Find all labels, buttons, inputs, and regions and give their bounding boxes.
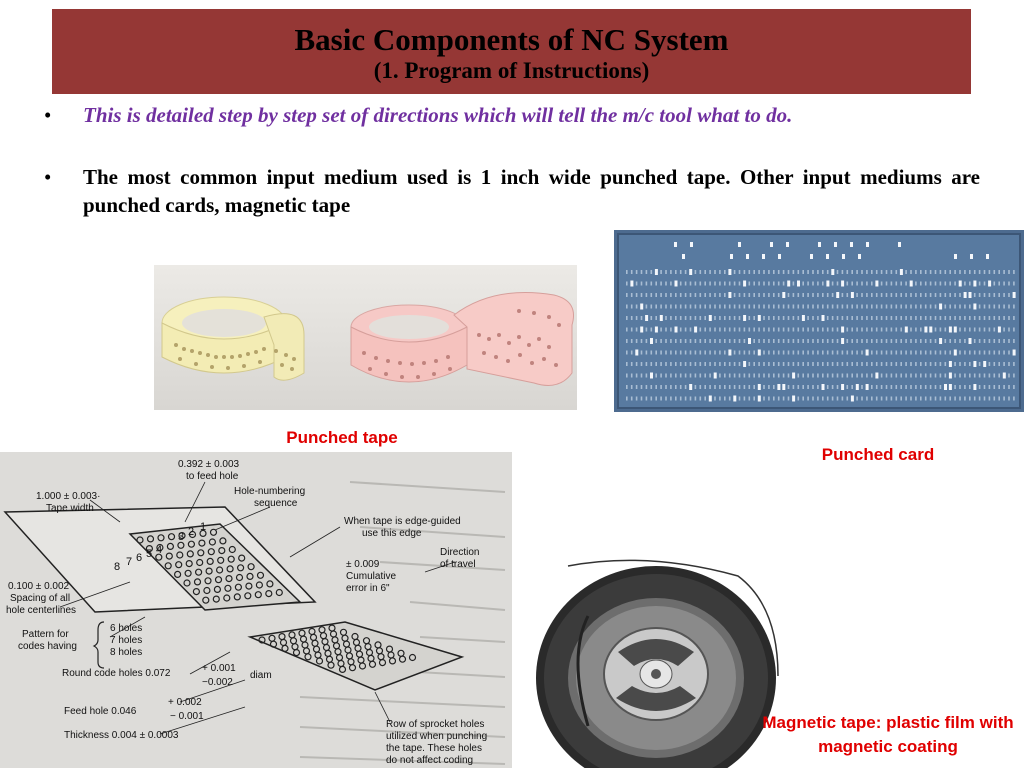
caption-punched-tape: Punched tape	[286, 428, 398, 447]
svg-text:7: 7	[126, 556, 132, 568]
svg-text:0.100 ± 0.002: 0.100 ± 0.002	[8, 581, 70, 592]
svg-text:error in 6": error in 6"	[346, 583, 390, 594]
svg-text:utilized when punching: utilized when punching	[386, 731, 487, 742]
bullet-marker: •	[44, 103, 52, 127]
svg-text:Thickness 0.004 ± 0.0003: Thickness 0.004 ± 0.0003	[64, 730, 179, 741]
slide-title: Basic Components of NC System	[294, 22, 729, 57]
svg-text:sequence: sequence	[254, 498, 298, 509]
bullet-text: The most common input medium used is 1 i…	[83, 165, 980, 217]
svg-text:5: 5	[146, 548, 152, 560]
svg-text:to feed hole: to feed hole	[186, 471, 239, 482]
svg-text:hole centerlines: hole centerlines	[6, 605, 76, 616]
svg-text:− 0.001: − 0.001	[170, 711, 204, 722]
svg-text:1.000 ± 0.003·: 1.000 ± 0.003·	[36, 491, 100, 502]
svg-text:± 0.009: ± 0.009	[346, 559, 380, 570]
title-bar: Basic Components of NC System (1. Progra…	[52, 9, 971, 94]
svg-text:Direction: Direction	[440, 547, 479, 558]
svg-text:When tape is edge-guided: When tape is edge-guided	[344, 516, 461, 527]
magnetic-tape-photo	[528, 556, 788, 768]
svg-text:3: 3	[178, 531, 184, 543]
svg-text:do not affect coding: do not affect coding	[386, 755, 473, 766]
svg-text:Hole-numbering: Hole-numbering	[234, 486, 305, 497]
svg-text:−0.002: −0.002	[202, 677, 233, 688]
svg-text:8 holes: 8 holes	[110, 647, 142, 658]
svg-text:diam: diam	[250, 670, 272, 681]
svg-text:Cumulative: Cumulative	[346, 571, 396, 582]
slide-subtitle: (1. Program of Instructions)	[373, 58, 650, 83]
svg-text:Feed hole 0.046: Feed hole 0.046	[64, 706, 137, 717]
svg-text:8: 8	[114, 561, 120, 573]
svg-text:6: 6	[136, 552, 142, 564]
bullet-marker: •	[44, 165, 52, 189]
svg-text:4: 4	[156, 544, 162, 556]
svg-text:0.392 ± 0.003: 0.392 ± 0.003	[178, 459, 240, 470]
svg-text:Tape width: Tape width	[46, 503, 94, 514]
caption-punched-card: Punched card	[821, 445, 935, 464]
bullet-text: This is detailed step by step set of dir…	[83, 103, 793, 127]
svg-text:Pattern for: Pattern for	[22, 629, 69, 640]
svg-text:of travel: of travel	[440, 559, 476, 570]
svg-text:+ 0.002: + 0.002	[168, 697, 202, 708]
svg-text:2: 2	[188, 526, 194, 538]
punched-card-photo	[614, 230, 1024, 412]
svg-text:+ 0.001: + 0.001	[202, 663, 236, 674]
caption-magnetic-tape: Magnetic tape: plastic film with magneti…	[762, 713, 1014, 756]
svg-text:Row of sprocket holes: Row of sprocket holes	[386, 719, 484, 730]
svg-text:the tape. These holes: the tape. These holes	[386, 743, 482, 754]
svg-text:6 holes: 6 holes	[110, 623, 142, 634]
svg-text:Spacing of all: Spacing of all	[10, 593, 70, 604]
punched-tape-photo	[154, 265, 577, 410]
svg-text:use this edge: use this edge	[362, 528, 422, 539]
svg-text:codes having: codes having	[18, 641, 77, 652]
svg-text:Round code holes 0.072: Round code holes 0.072	[62, 668, 171, 679]
svg-text:7 holes: 7 holes	[110, 635, 142, 646]
svg-text:1: 1	[200, 521, 206, 533]
